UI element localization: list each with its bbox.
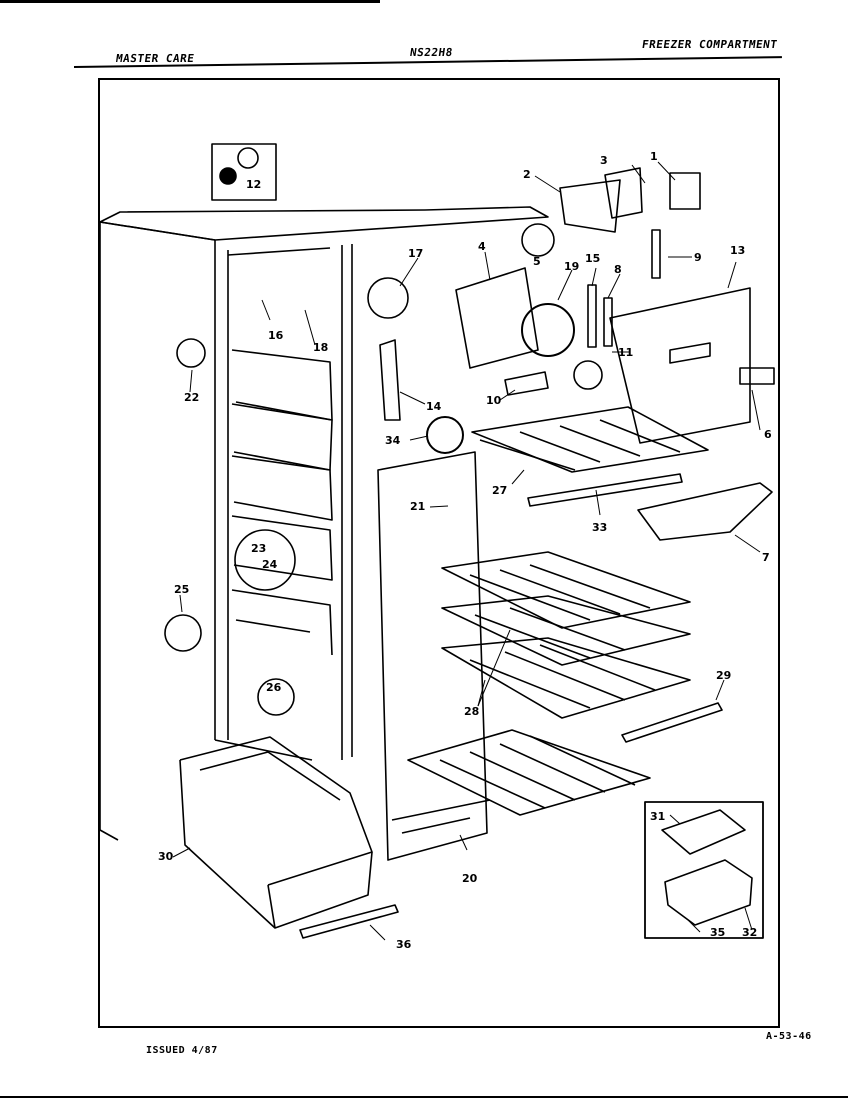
callout-27: 27 — [492, 484, 507, 497]
bracket-2 — [559, 179, 621, 233]
callout-17: 17 — [408, 247, 423, 260]
inset-box — [644, 801, 764, 939]
callout-19: 19 — [564, 260, 579, 273]
callout-7: 7 — [762, 551, 770, 564]
header-top-rule — [0, 0, 380, 3]
fan-housing-4 — [455, 267, 539, 369]
hinge-22 — [176, 338, 206, 368]
callout-6: 6 — [764, 428, 772, 441]
callout-5: 5 — [533, 255, 541, 268]
part-23-24 — [234, 529, 296, 591]
callout-23: 23 — [251, 542, 266, 555]
socket-10 — [504, 371, 549, 396]
footer-rule — [0, 1096, 848, 1098]
label-6 — [739, 367, 775, 385]
part-12-box — [211, 143, 277, 201]
callout-15: 15 — [585, 252, 600, 265]
shelf-bar-29 — [621, 702, 723, 743]
callout-24: 24 — [262, 558, 278, 571]
callout-14: 14 — [426, 400, 442, 413]
strip-15 — [587, 284, 597, 348]
callout-36: 36 — [396, 938, 412, 951]
roller-34 — [426, 416, 464, 454]
callout-13: 13 — [730, 244, 745, 257]
tray-7 — [637, 482, 773, 541]
part-25 — [164, 614, 202, 652]
strip-9 — [651, 229, 661, 279]
callout-4: 4 — [478, 240, 486, 253]
shelf-27 — [471, 406, 709, 473]
callout-21: 21 — [410, 500, 425, 513]
callout-18: 18 — [313, 341, 328, 354]
part-26 — [257, 678, 295, 716]
shelf-28-bottom — [407, 729, 651, 816]
callout-20: 20 — [462, 872, 478, 885]
callout-26: 26 — [266, 681, 282, 694]
callout-22: 22 — [184, 391, 199, 404]
callout-30: 30 — [158, 850, 174, 863]
callout-35: 35 — [710, 926, 725, 939]
callout-29: 29 — [716, 669, 731, 682]
callout-31: 31 — [650, 810, 665, 823]
bracket-3 — [604, 167, 643, 219]
back-panel — [377, 451, 491, 861]
callout-9: 9 — [694, 251, 702, 264]
inner-door-shelves — [231, 349, 333, 656]
callout-33: 33 — [592, 521, 607, 534]
bracket-14 — [379, 339, 401, 421]
shelf-bar-33 — [527, 473, 683, 507]
callout-3: 3 — [600, 154, 608, 167]
evaporator-cover-13 — [609, 287, 751, 444]
callout-10: 10 — [486, 394, 502, 407]
diagram-frame — [98, 78, 780, 1028]
diagram-code: A-53-46 — [766, 1031, 812, 1042]
callout-8: 8 — [614, 263, 622, 276]
callout-25: 25 — [174, 583, 189, 596]
callout-28: 28 — [464, 705, 479, 718]
callout-1: 1 — [650, 150, 658, 163]
callout-12: 12 — [246, 178, 261, 191]
callout-34: 34 — [385, 434, 401, 447]
callout-labels: 1 2 3 4 5 6 7 8 9 10 11 12 13 14 15 16 1… — [158, 150, 772, 951]
callout-32: 32 — [742, 926, 757, 939]
callout-11: 11 — [618, 346, 633, 359]
shelf-28-middle — [441, 595, 691, 666]
callout-16: 16 — [268, 329, 284, 342]
issued-date: ISSUED 4/87 — [146, 1045, 218, 1056]
ice-bin-30 — [179, 736, 373, 929]
callout-2: 2 — [523, 168, 531, 181]
cabinet — [99, 206, 549, 841]
trim-36 — [299, 904, 399, 939]
switch-1 — [669, 172, 701, 210]
bulb-11 — [573, 360, 603, 390]
shelf-28-lower — [441, 637, 691, 719]
